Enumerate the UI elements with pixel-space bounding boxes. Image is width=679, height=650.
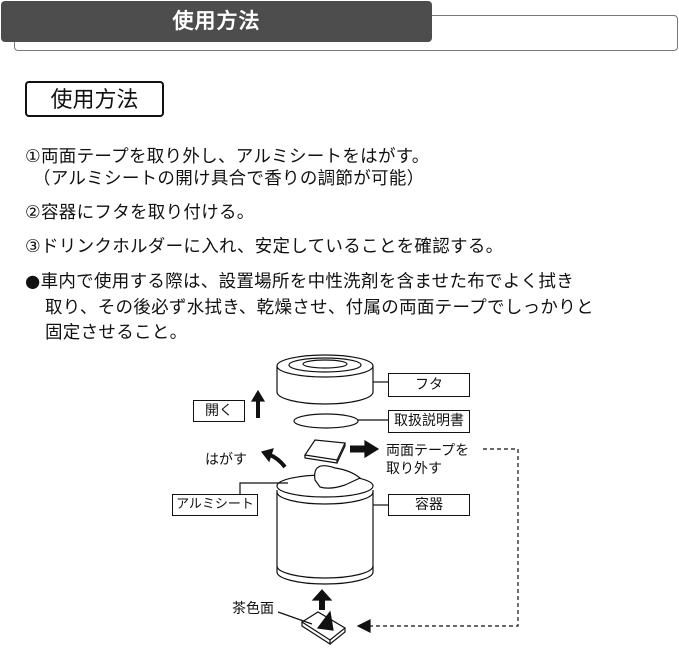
label-aluminum: アルミシート <box>172 494 258 516</box>
peel-arrow-icon <box>269 453 287 469</box>
note-line-3: 固定させること。 <box>45 323 188 343</box>
step-2: ②容器にフタを取り付ける。 <box>25 203 255 223</box>
label-tape-2: 取り外す <box>386 461 442 477</box>
section-title: 使用方法 <box>25 81 164 117</box>
label-container: 容器 <box>388 494 470 516</box>
label-brown-side: 茶色面 <box>232 601 274 617</box>
label-tape-1: 両面テープを <box>386 443 470 459</box>
tape-piece <box>303 439 346 464</box>
label-manual: 取扱説明書 <box>388 410 470 433</box>
step-1-note: （アルミシートの開け具合で香りの調節が可能） <box>33 169 425 189</box>
manual-disc <box>293 413 359 429</box>
note-line-2: 取り、その後必ず水拭き、乾燥させ、付属の両面テープでしっかりと <box>45 298 594 318</box>
lid-illustration <box>276 354 388 405</box>
dashed-guide <box>370 448 519 627</box>
header-banner: 使用方法 <box>1 1 432 42</box>
tape-bottom <box>277 610 347 646</box>
label-lid: フタ <box>388 373 470 397</box>
container-illustration <box>239 465 388 585</box>
label-open: 開く <box>193 400 245 422</box>
step-3: ③ドリンクホルダーに入れ、安定していることを確認する。 <box>25 237 504 257</box>
note-line-1: ●車内で使用する際は、設置場所を中性洗剤を含ませた布でよく拭き <box>25 272 575 292</box>
label-peel: はがす <box>205 452 247 468</box>
step-1: ①両面テープを取り外し、アルミシートをはがす。 <box>25 147 430 167</box>
